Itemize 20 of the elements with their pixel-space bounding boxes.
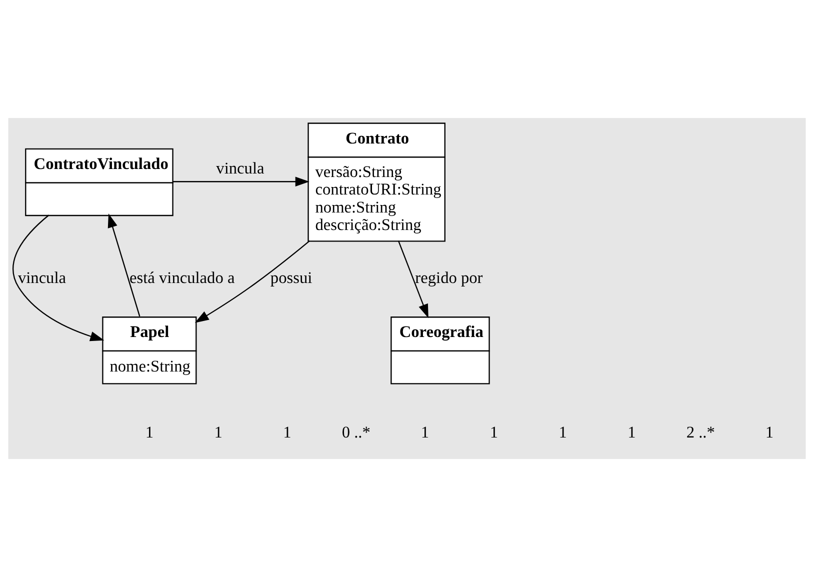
label: 2 ..* bbox=[686, 422, 715, 442]
arrow bbox=[194, 240, 310, 322]
edge-label: regido por bbox=[415, 267, 483, 286]
label: 1 bbox=[765, 422, 774, 442]
edge-label: possui bbox=[270, 267, 312, 286]
edge-label: vincula bbox=[216, 158, 264, 178]
edge-label: está vinculado a bbox=[130, 267, 235, 286]
label: 1 bbox=[628, 422, 636, 442]
label: 0 ..* bbox=[342, 422, 370, 442]
label: 1 bbox=[490, 422, 498, 442]
label: 1 bbox=[214, 422, 222, 442]
arrow bbox=[108, 213, 140, 316]
edge-label: vincula bbox=[18, 267, 66, 286]
arrow bbox=[173, 176, 310, 186]
label: 1 bbox=[420, 422, 430, 442]
arrow bbox=[398, 240, 428, 318]
label: 1 bbox=[558, 422, 567, 442]
label: 1 bbox=[145, 422, 154, 442]
arrow bbox=[12, 214, 104, 341]
label: 1 bbox=[283, 422, 292, 442]
